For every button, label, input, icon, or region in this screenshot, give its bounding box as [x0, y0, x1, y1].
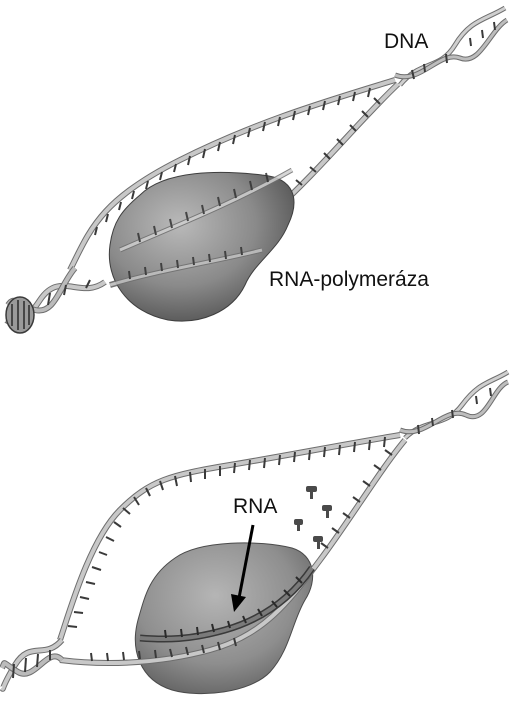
top-panel: [6, 8, 507, 333]
nucleotide-3: [294, 519, 303, 531]
bottom-panel: [2, 372, 508, 694]
dna-helix-right-bottom: [400, 372, 508, 438]
dna-label: DNA: [384, 31, 428, 52]
rna-polymerase-bottom: [135, 543, 312, 694]
rna-polymerase-top: [109, 172, 294, 321]
dna-helix-left-bottom: [2, 640, 62, 689]
rna-polymerase-label: RNA-polymeráza: [269, 269, 429, 290]
rna-label: RNA: [233, 496, 277, 517]
nucleotide-1: [306, 486, 317, 499]
dna-helix-left-top: [6, 268, 105, 333]
free-nucleotides: [294, 486, 332, 549]
nucleotide-2: [322, 505, 332, 518]
